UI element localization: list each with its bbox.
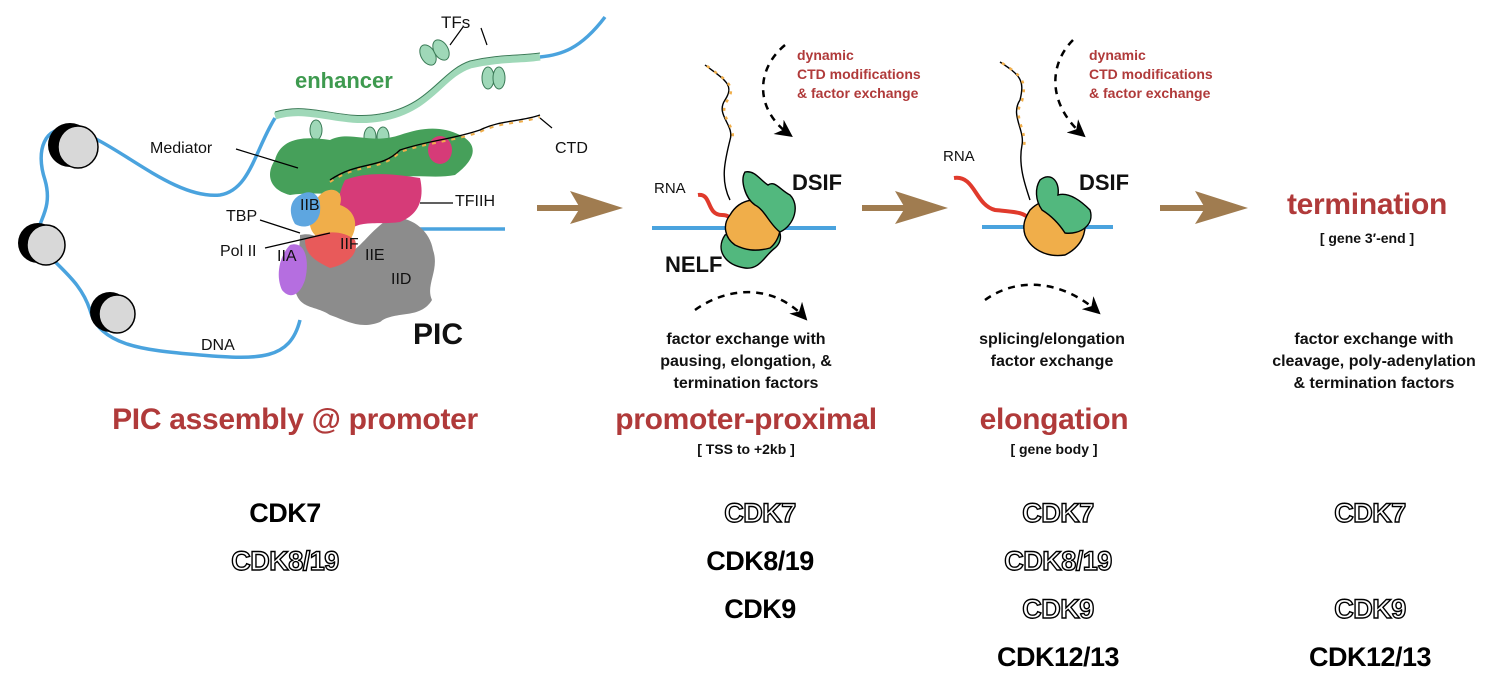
stage-description: splicing/elongation factor exchange — [979, 331, 1125, 370]
stage-title-promoter-proximal: promoter-proximal — [615, 403, 877, 436]
cdk-label-cdk7-inactive: CDK7 — [724, 497, 797, 528]
elongation-illustration — [953, 39, 1113, 315]
cdk-label-cdk8-19-active: CDK8/19 — [706, 546, 814, 576]
rna-label: RNA — [654, 180, 686, 197]
tfiie-label: IIE — [365, 247, 385, 264]
mediator-label: Mediator — [150, 140, 213, 157]
cdk-label-cdk12-13-active: CDK12/13 — [1308, 642, 1432, 672]
cdk-label-cdk8-19-inactive: CDK8/19 — [231, 545, 340, 576]
stage-title-termination: termination — [1286, 188, 1448, 221]
rna-strand — [953, 175, 1032, 222]
cdk-label-cdk9-active: CDK9 — [724, 594, 796, 624]
stage-title-elongation: elongation — [979, 403, 1129, 436]
tfiih-label: TFIIH — [455, 193, 495, 210]
stage-arrow-2 — [862, 191, 948, 224]
dsif-shape — [1035, 176, 1092, 234]
tfiih-shape — [338, 174, 422, 230]
promoter-proximal-illustration — [652, 44, 836, 321]
stage-title-pic: PIC assembly @ promoter — [112, 403, 478, 436]
nelf-label: NELF — [665, 252, 723, 277]
dsif-label: DSIF — [792, 170, 843, 195]
enhancer-label: enhancer — [295, 68, 393, 93]
cdk-label-cdk7-inactive: CDK7 — [1022, 497, 1095, 528]
ctd-tail — [329, 114, 541, 181]
stage-description: factor exchange with cleavage, poly-aden… — [1272, 331, 1476, 392]
pic-illustration — [18, 15, 607, 360]
ctd-label: CTD — [555, 140, 588, 157]
cdk-label-cdk7-inactive: CDK7 — [1334, 497, 1407, 528]
cdk-label-cdk9-inactive: CDK9 — [1022, 593, 1095, 624]
tfs-label: TFs — [441, 13, 471, 32]
tfiib-label: IIB — [300, 197, 320, 214]
tfiid-label: IID — [391, 271, 412, 288]
tfiib-shape — [290, 192, 321, 227]
region-termination: [ gene 3′-end ] — [1319, 230, 1415, 246]
region-promoter-proximal: [ TSS to +2kb ] — [697, 441, 795, 457]
tfiia-label: IIA — [277, 248, 297, 265]
ctd-tail — [704, 64, 732, 201]
tfiid-shape — [291, 217, 435, 325]
cdk-label-cdk8-19-inactive: CDK8/19 — [1004, 545, 1113, 576]
enhancer-strand — [273, 53, 541, 123]
pol2-shape — [309, 189, 356, 247]
rna-label: RNA — [943, 148, 975, 165]
tfiia-shape — [278, 244, 307, 296]
tfiif-label: IIF — [340, 236, 359, 253]
nucleosomes — [18, 123, 136, 334]
cdk-label-cdk12-13-active: CDK12/13 — [996, 642, 1120, 672]
stage-arrow-1 — [537, 191, 623, 224]
region-elongation: [ gene body ] — [1010, 441, 1098, 457]
stage-description: factor exchange with pausing, elongation… — [660, 331, 832, 392]
tfiif-shape — [305, 232, 356, 268]
pol2-label: Pol II — [220, 243, 257, 260]
cdk-label-cdk7-active: CDK7 — [249, 498, 321, 528]
stage-arrows — [537, 191, 1248, 224]
pic-label: PIC — [413, 318, 464, 351]
cdk-label-cdk9-inactive: CDK9 — [1334, 593, 1407, 624]
tbp-label: TBP — [226, 208, 258, 225]
dsif-label: DSIF — [1079, 170, 1130, 195]
dsif-shape — [742, 171, 796, 233]
dynamic-note: dynamic CTD modifications & factor excha… — [797, 47, 921, 101]
ctd-tail — [999, 61, 1031, 201]
stage-arrow-3 — [1160, 191, 1248, 224]
dna-label: DNA — [201, 337, 235, 354]
dynamic-note: dynamic CTD modifications & factor excha… — [1089, 47, 1213, 101]
